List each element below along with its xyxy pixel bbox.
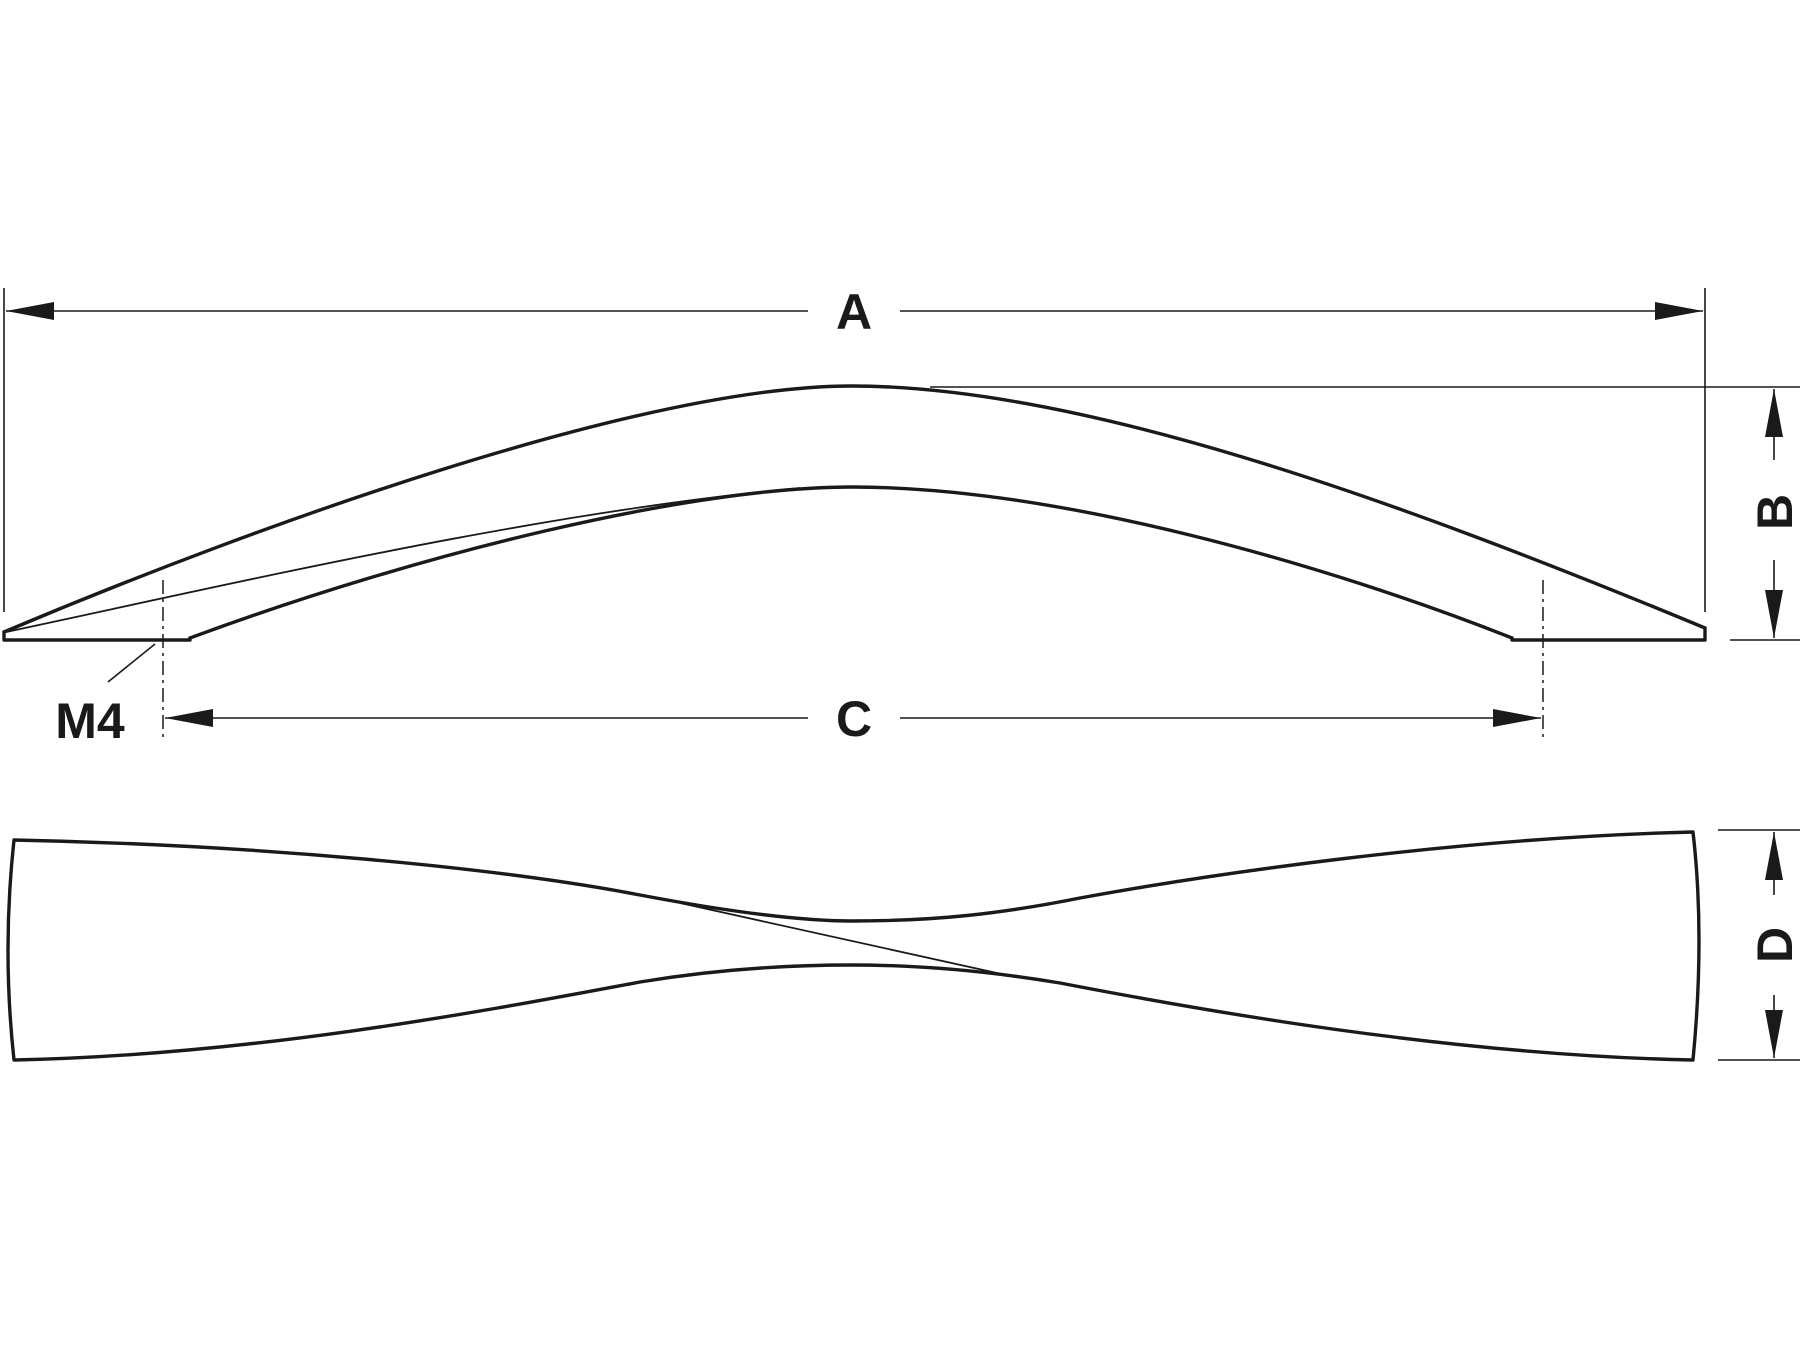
dimension-b-arrow-top — [1765, 389, 1783, 437]
dimension-a-arrow-left — [6, 302, 54, 320]
handle-top-profile — [2, 384, 1707, 634]
side-view — [2, 384, 1707, 740]
dimension-b-arrow-bottom — [1765, 590, 1783, 638]
dimension-a: A — [3, 284, 1706, 612]
dimension-c-arrow-right — [1493, 709, 1541, 727]
dimension-b-label: B — [1747, 494, 1800, 530]
dimension-c-arrow-left — [165, 709, 213, 727]
m4-leader-line — [107, 643, 156, 683]
handle-top-view-twist-line — [679, 902, 1016, 978]
dimension-d-arrow-top — [1765, 832, 1783, 880]
handle-twist-line — [5, 487, 801, 633]
handle-top-view-outline — [6, 830, 1701, 1062]
dimension-d: D — [1718, 829, 1800, 1061]
handle-inner-arch — [188, 485, 1514, 640]
thread-label: M4 — [55, 693, 125, 749]
dimension-d-label: D — [1747, 927, 1800, 963]
dimension-a-label: A — [836, 284, 872, 340]
dimension-c: C — [165, 691, 1541, 747]
dimension-a-arrow-right — [1655, 302, 1703, 320]
handle-base-left — [2, 630, 192, 642]
dimension-b: B — [930, 386, 1800, 641]
top-view — [6, 830, 1701, 1062]
dimension-c-label: C — [836, 691, 872, 747]
dimension-d-arrow-bottom — [1765, 1010, 1783, 1058]
handle-base-right — [1510, 626, 1707, 642]
